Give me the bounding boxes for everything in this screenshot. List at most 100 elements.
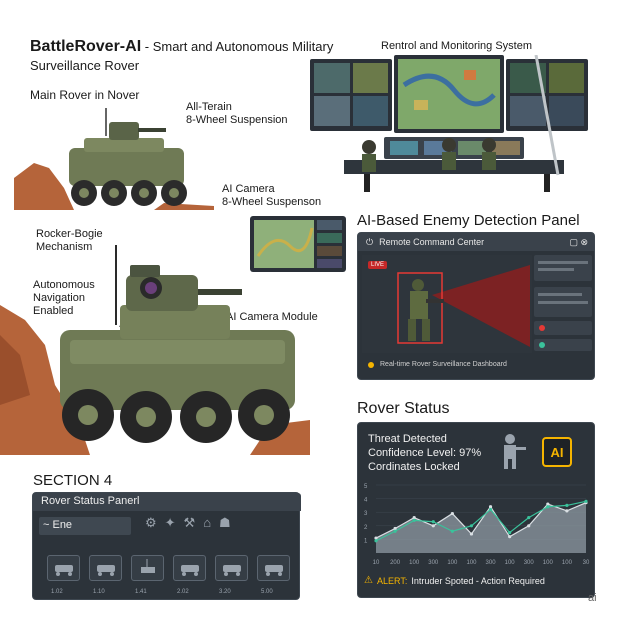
y-tick-label: 4 bbox=[364, 498, 368, 504]
status-field[interactable]: ~ Ene bbox=[39, 517, 131, 535]
ai-camera-line1: AI Camera bbox=[222, 183, 275, 195]
detection-panel: ⏻ Remote Command Center ▢ ⊗ LIVE Real-ti… bbox=[357, 232, 595, 380]
tile-num-4: 2.02 bbox=[177, 589, 189, 595]
series-point bbox=[450, 511, 454, 516]
window-icons[interactable]: ▢ ⊗ bbox=[569, 236, 588, 247]
series-point bbox=[393, 529, 397, 533]
series-point bbox=[412, 518, 416, 522]
coordinates-line: Cordinates Locked bbox=[368, 461, 460, 473]
series-line bbox=[375, 500, 587, 542]
x-tick-label: 30 bbox=[583, 560, 590, 566]
rover-tile-icons bbox=[55, 559, 283, 576]
x-tick-label: 100 bbox=[505, 560, 516, 566]
rocker-bogie-label: Rocker-Bogie Mechanism bbox=[36, 228, 103, 254]
series-point bbox=[546, 505, 550, 509]
series-point bbox=[508, 535, 512, 539]
tile-num-3: 1.41 bbox=[135, 589, 147, 595]
ai-module-label: AI Camera Module bbox=[226, 311, 318, 323]
status-panel-title: Rover Status Panerl bbox=[33, 493, 301, 511]
series-point bbox=[527, 516, 531, 520]
warning-icon: ⚠ bbox=[364, 575, 373, 586]
series-point bbox=[488, 507, 493, 512]
rocker-line1: Rocker-Bogie bbox=[36, 228, 103, 240]
series-area bbox=[376, 502, 586, 553]
detection-side-widgets bbox=[534, 255, 592, 351]
series-point bbox=[431, 520, 435, 524]
series-point bbox=[488, 505, 493, 509]
detection-feed bbox=[362, 255, 532, 353]
y-tick-label: 5 bbox=[364, 484, 368, 490]
series-point bbox=[508, 531, 512, 535]
x-tick-label: 100 bbox=[447, 560, 458, 566]
detection-footer: Real-time Rover Surveillance Dashboard bbox=[368, 361, 507, 368]
series-point bbox=[450, 529, 454, 533]
alert-label: ALERT: bbox=[376, 575, 408, 586]
confidence-line: Confidence Level: 97% bbox=[368, 447, 482, 459]
status-panel: Rover Status Panerl ~ Ene ⚙✦⚒⌂☗ 1.02 1.1… bbox=[32, 492, 301, 600]
watermark: ai bbox=[588, 592, 597, 604]
series-point bbox=[431, 524, 435, 528]
all-terrain-line1: All-Terain bbox=[186, 101, 232, 113]
main-rover-illustration bbox=[0, 245, 310, 455]
detection-title: Remote Command Center bbox=[379, 237, 485, 247]
y-tick-label: 3 bbox=[364, 511, 368, 517]
rover-status-panel: Threat Detected Confidence Level: 97% Co… bbox=[357, 422, 595, 598]
x-tick-label: 100 bbox=[466, 560, 477, 566]
section4-heading: SECTION 4 bbox=[33, 472, 113, 489]
x-tick-label: 300 bbox=[428, 560, 439, 566]
detection-titlebar: ⏻ Remote Command Center ▢ ⊗ bbox=[358, 233, 594, 251]
main-rover-label: Main Rover in Nover bbox=[30, 88, 140, 102]
tile-num-2: 1.10 bbox=[93, 589, 105, 595]
rocker-line2: Mechanism bbox=[36, 241, 93, 253]
title-rest: - Smart and Autonomous Military bbox=[141, 39, 334, 54]
alert-text: Intruder Spoted - Action Required bbox=[411, 575, 545, 586]
detection-heading: AI-Based Enemy Detection Panel bbox=[357, 212, 580, 229]
series-point bbox=[469, 532, 474, 536]
power-icon[interactable]: ⏻ bbox=[366, 236, 374, 247]
series-point bbox=[565, 503, 569, 507]
page-title: BattleRover-AI - Smart and Autonomous Mi… bbox=[30, 38, 333, 56]
status-dot-icon bbox=[368, 361, 374, 368]
auto-line3: Enabled bbox=[33, 305, 74, 317]
y-tick-label: 2 bbox=[364, 525, 368, 531]
x-tick-label: 100 bbox=[543, 560, 554, 566]
x-tick-label: 200 bbox=[390, 560, 401, 566]
series-point bbox=[374, 539, 378, 543]
series-point bbox=[546, 502, 550, 506]
auto-line2: Navigation bbox=[33, 292, 85, 304]
x-tick-label: 10 bbox=[373, 560, 380, 566]
control-room-label: Rentrol and Monitoring System bbox=[381, 40, 533, 52]
page-subtitle: Surveillance Rover bbox=[30, 58, 140, 73]
x-tick-label: 300 bbox=[486, 560, 497, 566]
ai-camera-label: AI Camera 8-Wheel Suspenson bbox=[222, 183, 321, 209]
series-point bbox=[565, 509, 569, 513]
status-icons-row[interactable]: ⚙✦⚒⌂☗ bbox=[145, 515, 239, 530]
ai-chip-icon: AI bbox=[542, 437, 572, 467]
small-rover-illustration bbox=[14, 108, 214, 210]
tile-num-6: 5.00 bbox=[261, 589, 273, 595]
series-line bbox=[375, 502, 587, 539]
alert-bar: ⚠ ALERT: Intruder Spoted - Action Requir… bbox=[364, 575, 545, 586]
rover-tile-1[interactable] bbox=[47, 555, 80, 581]
control-room-illustration bbox=[310, 55, 588, 192]
all-terrain-label: All-Terain 8-Wheel Suspension bbox=[186, 101, 288, 127]
all-terrain-line2: 8-Wheel Suspension bbox=[186, 114, 288, 126]
autonomous-label: Autonomous Navigation Enabled bbox=[33, 279, 95, 318]
tile-num-1: 1.02 bbox=[51, 589, 63, 595]
series-point bbox=[527, 524, 531, 528]
rover-status-heading: Rover Status bbox=[357, 400, 450, 417]
y-tick-label: 1 bbox=[364, 538, 368, 544]
live-badge: LIVE bbox=[368, 261, 388, 269]
series-point bbox=[412, 516, 416, 520]
series-point bbox=[374, 536, 378, 540]
x-tick-label: 100 bbox=[562, 560, 573, 566]
map-tablet bbox=[250, 216, 346, 272]
soldier-icon bbox=[504, 434, 526, 469]
series-point bbox=[469, 524, 474, 528]
detection-footer-text: Real-time Rover Surveillance Dashboard bbox=[380, 361, 507, 368]
auto-line1: Autonomous bbox=[33, 279, 95, 291]
series-point bbox=[584, 499, 588, 503]
threat-line: Threat Detected bbox=[368, 433, 447, 445]
ai-camera-line2: 8-Wheel Suspenson bbox=[222, 196, 322, 208]
